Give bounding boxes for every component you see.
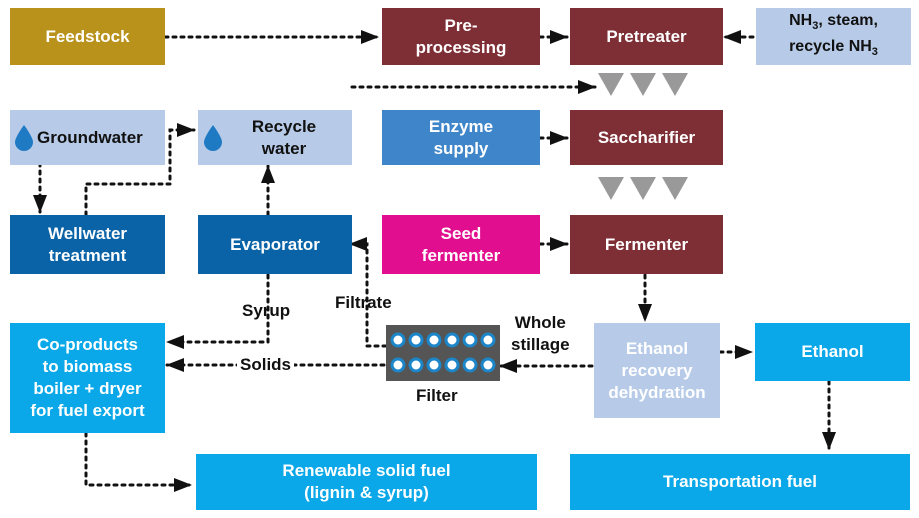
- recycle-water-text: Recycle water: [252, 116, 316, 160]
- coproducts-line2: to biomass: [42, 357, 133, 376]
- coproducts-line1: Co-products: [36, 335, 139, 354]
- filter-circle: [426, 357, 442, 373]
- seed-fermenter-line1: Seed: [440, 223, 482, 243]
- ethanol-recovery-box: Ethanol recovery dehydration: [594, 323, 720, 418]
- ethanol-box: Ethanol: [755, 323, 910, 381]
- enzyme-supply-line1: Enzyme: [428, 116, 494, 136]
- filter-circle: [480, 332, 496, 348]
- wellwater-line1: Wellwater: [47, 223, 128, 243]
- solids-label: Solids: [237, 354, 295, 375]
- arrow-wellwater-to-recycle-water: [84, 123, 196, 217]
- saccharifier-label: Saccharifier: [597, 127, 696, 147]
- renewable-fuel-line2: (lignin & syrup): [304, 483, 429, 502]
- ethanol-recovery-line3: dehydration: [608, 382, 706, 402]
- recycle-water-line2: water: [261, 138, 307, 158]
- filtrate-label: Filtrate: [335, 293, 392, 312]
- water-drop-icon: [204, 125, 222, 151]
- pretreater-box: Pretreater: [570, 8, 723, 65]
- ethanol-label: Ethanol: [801, 342, 864, 361]
- wellwater-treatment-box: Wellwater treatment: [10, 215, 165, 274]
- renewable-fuel-line1: Renewable solid fuel: [282, 461, 451, 480]
- flow-triangle: [630, 177, 656, 200]
- saccharifier-box: Saccharifier: [570, 110, 723, 165]
- evaporator-box: Evaporator: [198, 215, 352, 274]
- flow-triangle: [662, 73, 688, 96]
- flow-triangle: [630, 73, 656, 96]
- flow-triangle: [662, 177, 688, 200]
- enzyme-supply-box: Enzyme supply: [382, 110, 540, 165]
- feedstock-label: Feedstock: [45, 26, 130, 46]
- transportation-fuel-label: Transportation fuel: [663, 472, 817, 491]
- preprocessing-label-line1: Pre-: [444, 15, 478, 35]
- filter-label: Filter: [416, 386, 458, 405]
- nh3-steam-box: NH3, steam, recycle NH3: [756, 8, 911, 65]
- filter-circle: [408, 332, 424, 348]
- filter-circle: [426, 332, 442, 348]
- water-drop-icon: [15, 125, 33, 151]
- filter-circle: [390, 332, 406, 348]
- nh3-line1: NH3, steam,: [789, 12, 878, 33]
- coproducts-line4: for fuel export: [30, 401, 145, 420]
- pretreater-label: Pretreater: [606, 26, 687, 46]
- preprocessing-box: Pre- processing: [382, 8, 540, 65]
- renewable-fuel-box: Renewable solid fuel (lignin & syrup): [196, 454, 537, 510]
- filter-circle: [408, 357, 424, 373]
- flow-triangle: [598, 177, 624, 200]
- filter-circle: [480, 357, 496, 373]
- filter-circle: [444, 332, 460, 348]
- filter-circle: [462, 357, 478, 373]
- filter-unit: [386, 325, 500, 381]
- groundwater-label: Groundwater: [37, 127, 143, 147]
- filter-body: [386, 325, 500, 381]
- recycle-water-box: Recycle water: [198, 110, 352, 165]
- flow-triangles: [598, 73, 688, 200]
- evaporator-label: Evaporator: [230, 234, 320, 254]
- whole-stillage-line1: Whole: [514, 313, 566, 332]
- recycle-water-line1: Recycle: [251, 116, 317, 136]
- wellwater-line2: treatment: [48, 245, 127, 265]
- flow-triangle: [598, 73, 624, 96]
- whole-stillage-label: Whole stillage: [511, 312, 570, 356]
- seed-fermenter-box: Seed fermenter: [382, 215, 540, 274]
- whole-stillage-line2: stillage: [511, 335, 570, 354]
- enzyme-supply-line2: supply: [433, 138, 489, 158]
- fermenter-box: Fermenter: [570, 215, 723, 274]
- filter-circle: [390, 357, 406, 373]
- coproducts-box: Co-products to biomass boiler + dryer fo…: [10, 323, 165, 433]
- arrow-coproducts-to-renewable: [84, 431, 193, 492]
- arrow-filtrate-to-evaporator: [348, 237, 388, 348]
- filter-circle: [444, 357, 460, 373]
- groundwater-box: Groundwater: [10, 110, 165, 165]
- coproducts-line3: boiler + dryer: [33, 379, 142, 398]
- filter-circle: [462, 332, 478, 348]
- preprocessing-label-line2: processing: [415, 37, 507, 57]
- arrow-syrup-to-coproducts: [165, 273, 270, 349]
- syrup-label: Syrup: [242, 301, 291, 320]
- ethanol-recovery-line2: recovery: [621, 360, 693, 380]
- transportation-fuel-box: Transportation fuel: [570, 454, 910, 510]
- nh3-line2: recycle NH3: [789, 37, 878, 58]
- feedstock-box: Feedstock: [10, 8, 165, 65]
- ethanol-recovery-line1: Ethanol: [625, 338, 689, 358]
- fermenter-label: Fermenter: [604, 234, 689, 254]
- seed-fermenter-line2: fermenter: [421, 245, 501, 265]
